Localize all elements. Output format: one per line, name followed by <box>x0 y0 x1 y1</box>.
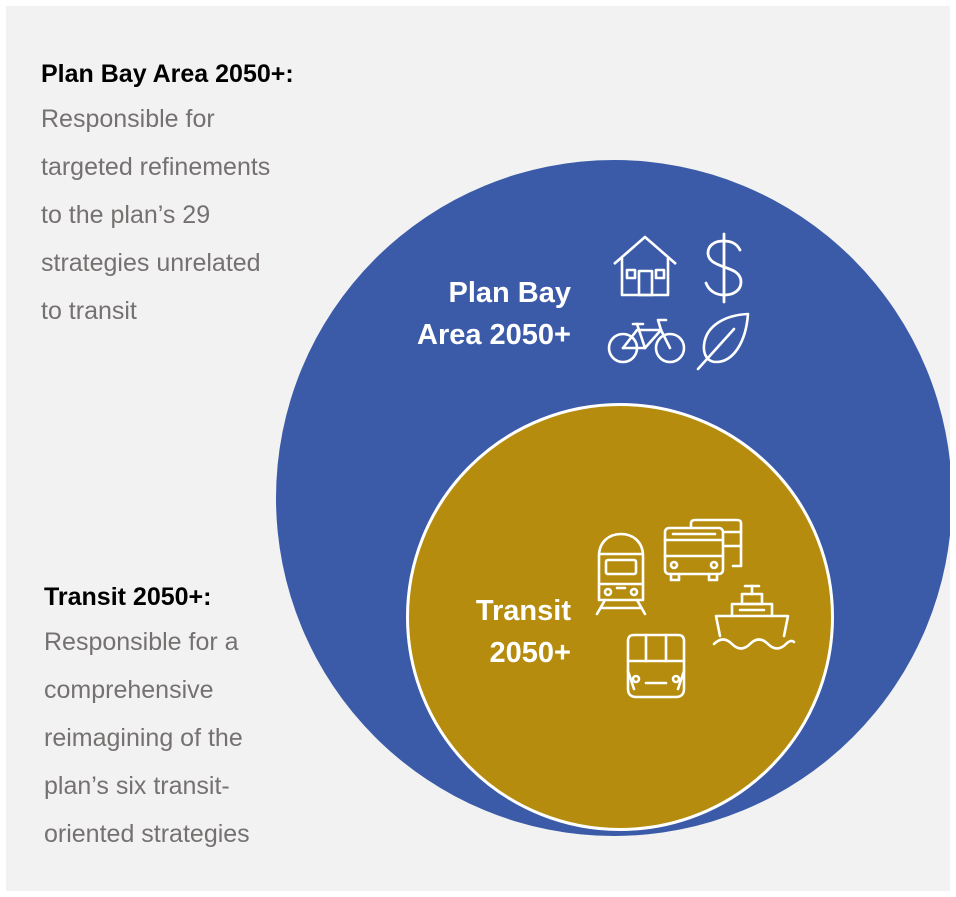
train-icon <box>593 530 649 616</box>
leaf-icon <box>696 311 752 371</box>
buses-icon <box>661 518 745 582</box>
transit-body: Responsible for a comprehensive reimagin… <box>44 628 250 848</box>
house-icon <box>612 234 678 298</box>
plan-bay-area-description: Plan Bay Area 2050+: Responsible for tar… <box>41 58 294 335</box>
bicycle-icon <box>607 315 687 365</box>
plan-bay-area-heading: Plan Bay Area 2050+: <box>41 60 294 88</box>
cable-car-icon <box>620 631 692 701</box>
transit-heading: Transit 2050+: <box>44 583 212 611</box>
dollar-icon <box>702 232 746 304</box>
plan-bay-area-body: Responsible for targeted refinements to … <box>41 105 271 325</box>
ferry-icon <box>712 584 796 652</box>
transit-description: Transit 2050+: Responsible for a compreh… <box>44 581 250 858</box>
diagram-panel: Plan Bay Area 2050+: Responsible for tar… <box>6 6 950 891</box>
transit-circle-label: Transit 2050+ <box>475 595 571 669</box>
plan-bay-area-circle-label: Plan Bay Area 2050+ <box>417 277 571 351</box>
